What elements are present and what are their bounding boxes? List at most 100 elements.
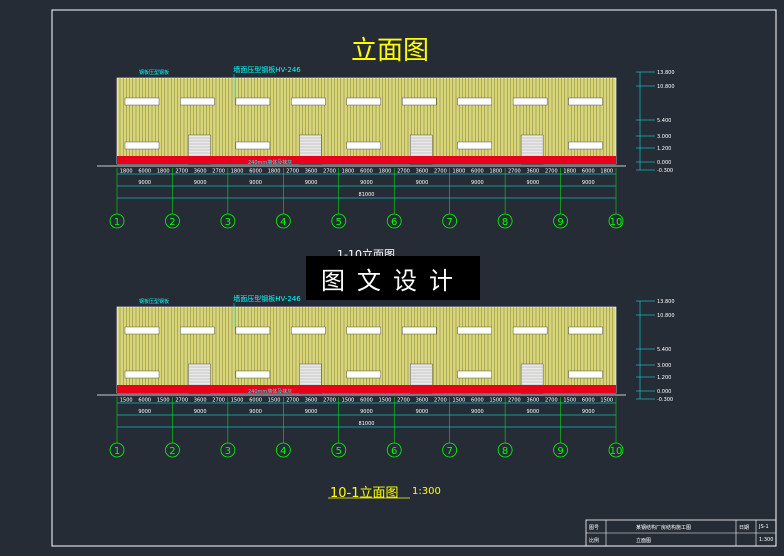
bay-dim-label: 9000 (138, 409, 151, 415)
bay-dim-label: 9000 (194, 409, 207, 415)
axis-label: 9 (557, 446, 563, 457)
axis-label: 10 (610, 217, 623, 228)
axis-bubble (275, 442, 291, 458)
dim-label: 1800 (379, 169, 392, 175)
upper-window (568, 97, 603, 106)
dim-label: 6000 (582, 398, 595, 404)
upper-window (124, 326, 160, 335)
bay-dim-label: 9000 (249, 409, 262, 415)
dim-label: 2700 (286, 398, 299, 404)
axis-label: 6 (391, 217, 397, 228)
dim-label: 1800 (231, 169, 244, 175)
level-label: 0.000 (657, 389, 671, 395)
upper-window (346, 97, 381, 106)
axis-bubble (608, 213, 624, 229)
bay-dim-label: 9000 (582, 409, 595, 415)
dim-label: 2700 (508, 169, 521, 175)
dim-label: 2700 (434, 169, 447, 175)
bay-dim-label: 9000 (360, 409, 373, 415)
title-block (585, 519, 777, 547)
callout-skirt-text: 240mm墙体及抹灰 (248, 159, 292, 166)
bay-dim-label: 9000 (526, 409, 539, 415)
dim-label: 6000 (249, 398, 262, 404)
axis-bubble (275, 213, 291, 229)
upper-window (180, 97, 215, 106)
dim-label: 1500 (379, 398, 392, 404)
axis-label: 8 (502, 446, 508, 457)
drawing-caption: 10-1立面图 (330, 486, 399, 501)
dim-label: 2700 (508, 398, 521, 404)
bay-dim-label: 9000 (526, 180, 539, 186)
bay-dim-label: 9000 (305, 409, 318, 415)
dim-label: 1800 (600, 169, 613, 175)
axis-label: 2 (169, 217, 175, 228)
upper-window (568, 326, 603, 335)
dim-label: 3600 (194, 169, 207, 175)
level-label: -0.300 (657, 168, 673, 174)
bay-dim-label: 9000 (416, 180, 429, 186)
dim-label: 6000 (249, 169, 262, 175)
title-block-drawing: 立面图 (636, 538, 652, 544)
upper-window (235, 326, 271, 335)
upper-window (512, 97, 548, 106)
upper-window (402, 97, 437, 106)
callout-roof-text: 墙面压型钢板HV-246 (233, 294, 301, 303)
callout-wall-text: 钢板压型钢板 (139, 69, 169, 76)
axis-label: 9 (557, 217, 563, 228)
dim-label: 1800 (453, 169, 466, 175)
callout-roof-text: 墙面压型钢板HV-246 (233, 65, 301, 74)
wall-skirt (117, 156, 616, 164)
dim-label: 1500 (600, 398, 613, 404)
dim-label: 3600 (526, 169, 539, 175)
dim-label: 1500 (490, 398, 503, 404)
dim-label: 2700 (212, 169, 225, 175)
bay-dim-label: 9000 (360, 180, 373, 186)
dim-label: 1500 (157, 398, 170, 404)
axis-label: 4 (280, 217, 286, 228)
dim-label: 2700 (434, 398, 447, 404)
axis-bubble (442, 213, 458, 229)
title-block-value-1: JS-1 (759, 524, 769, 530)
dim-label: 2700 (212, 398, 225, 404)
level-label: 5.400 (657, 347, 671, 353)
upper-window (235, 97, 271, 106)
dim-label: 6000 (138, 398, 151, 404)
dim-label: 3600 (416, 398, 429, 404)
dim-label: 1500 (268, 398, 281, 404)
bay-dim-label: 9000 (471, 180, 484, 186)
level-label: 0.000 (657, 160, 671, 166)
level-label: 3.000 (657, 134, 671, 140)
title-block-project: 某钢结构厂房结构施工图 (636, 525, 692, 531)
upper-window (512, 326, 548, 335)
upper-window (457, 97, 492, 106)
lower-window (457, 370, 492, 379)
level-label: 3.000 (657, 363, 671, 369)
axis-bubble (109, 213, 125, 229)
level-label: 5.400 (657, 118, 671, 124)
dim-label: 1800 (268, 169, 281, 175)
axis-label: 7 (446, 446, 452, 457)
bay-dim-label: 9000 (416, 409, 429, 415)
elevation-top: 墙面压型钢板HV-246 钢板压型钢板 240mm墙体及抹灰 1800 6000 1800… (97, 65, 675, 261)
axis-label: 10 (610, 446, 623, 457)
lower-window (124, 141, 160, 150)
title-block-label-1: 图号 (589, 525, 600, 531)
lower-window (346, 370, 381, 379)
axis-bubble (608, 442, 624, 458)
upper-window (291, 326, 326, 335)
axis-bubble (386, 442, 402, 458)
level-label: 10.800 (657, 84, 675, 90)
dim-label: 1500 (120, 398, 133, 404)
title-block-label-3: 日期 (739, 525, 750, 531)
axis-bubble (386, 213, 402, 229)
bay-dim-label: 9000 (582, 180, 595, 186)
axis-label: 4 (280, 446, 286, 457)
title-block-label-2: 比例 (589, 538, 600, 544)
dim-label: 2700 (175, 169, 188, 175)
dim-label: 2700 (286, 169, 299, 175)
upper-window (180, 326, 215, 335)
dim-label: 6000 (360, 398, 373, 404)
axis-bubble (165, 213, 180, 229)
